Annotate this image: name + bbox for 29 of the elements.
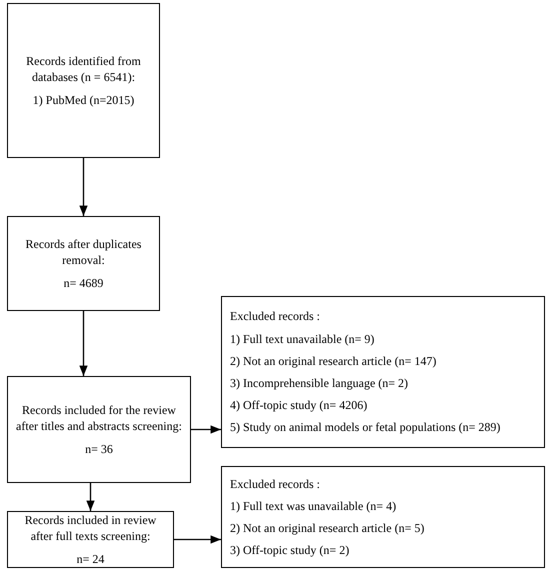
box-text: 5) Study on animal models or fetal populations (n= 289): [230, 419, 500, 436]
box-heading: Records identified from databases (n = 6541):: [25, 53, 142, 86]
process-box: [7, 216, 160, 311]
box-text: 3) Incomprehensible language (n= 2): [230, 375, 408, 392]
arrow: [79, 311, 88, 376]
box-heading: Excluded records :: [230, 476, 320, 492]
box-text: 2) Not an original research article (n= 5): [230, 520, 424, 536]
box-text: 1) PubMed (n=2015): [32, 92, 134, 108]
box-heading: Records after duplicates removal:: [24, 236, 142, 269]
box-text: 2) Not an original research article (n= 147): [230, 352, 436, 369]
box-heading: Records included for the review after titles and abstracts screening:: [16, 402, 182, 435]
box-heading: Excluded records :: [230, 308, 320, 325]
box-text: n= 36: [85, 440, 113, 457]
box-heading: Records included in review after full texts screening:: [24, 512, 158, 545]
arrow: [191, 425, 221, 434]
box-text: 1) Full text was unavailable (n= 4): [230, 498, 396, 514]
box-text: n= 24: [76, 550, 104, 567]
box-text: n= 4689: [64, 274, 104, 291]
arrow: [79, 158, 88, 216]
process-box: [7, 3, 160, 158]
process-box: [7, 511, 174, 568]
arrow: [174, 535, 221, 544]
box-text: 3) Off-topic study (n= 2): [230, 542, 350, 558]
box-text: 1) Full text unavailable (n= 9): [230, 330, 374, 347]
process-box: [7, 376, 191, 483]
arrow: [86, 483, 95, 511]
box-text: 4) Off-topic study (n= 4206): [230, 397, 368, 414]
process-box: [221, 466, 545, 568]
process-box: [221, 296, 545, 448]
